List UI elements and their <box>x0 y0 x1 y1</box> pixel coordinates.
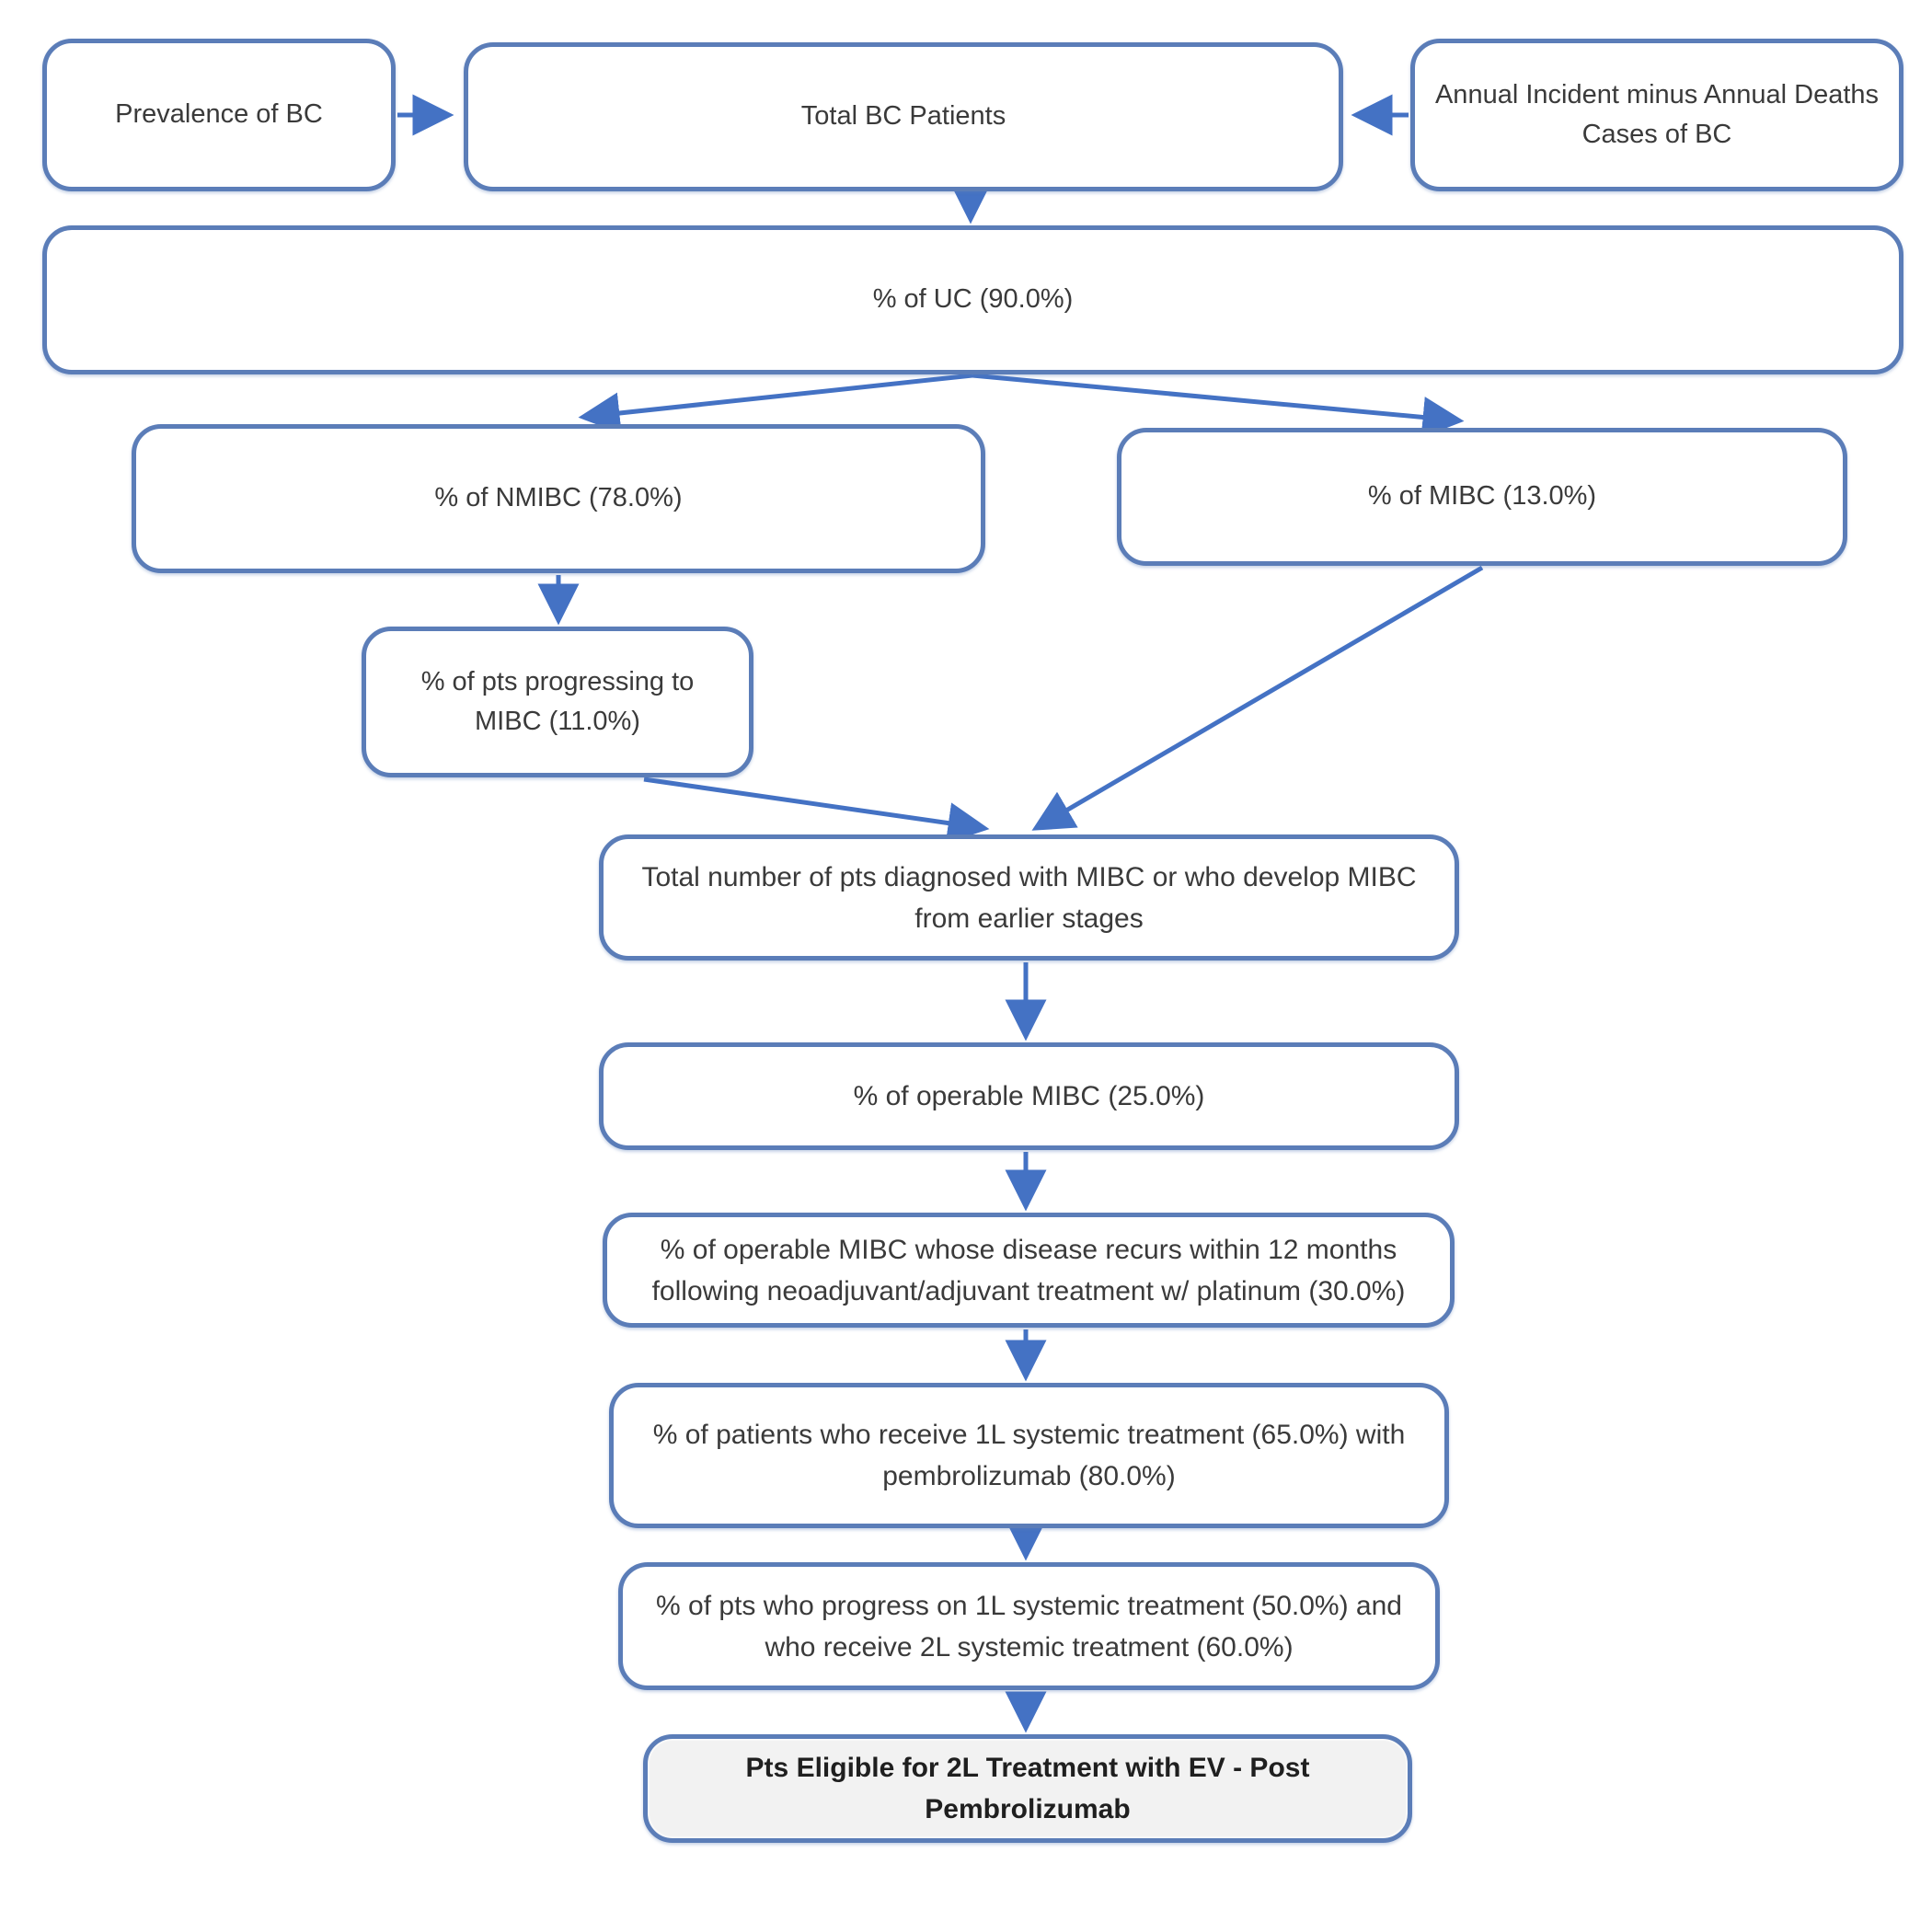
node-pct-recurrence-after-platinum: % of operable MIBC whose disease recurs … <box>603 1213 1455 1328</box>
node-pct-mibc: % of MIBC (13.0%) <box>1117 428 1847 566</box>
node-label: Annual Incident minus Annual Deaths Case… <box>1434 79 1880 150</box>
node-prevalence-of-bc: Prevalence of BC <box>42 39 396 191</box>
node-label: % of operable MIBC (25.0%) <box>853 1081 1205 1111</box>
node-label: % of NMIBC (78.0%) <box>434 483 683 513</box>
node-label: % of UC (90.0%) <box>872 284 1074 315</box>
node-label: Prevalence of BC <box>115 99 323 130</box>
node-label: % of MIBC (13.0%) <box>1367 481 1597 512</box>
node-label: Pts Eligible for 2L Treatment with EV - … <box>745 1753 1310 1824</box>
node-label: % of patients who receive 1L systemic tr… <box>652 1420 1406 1491</box>
node-pct-uc: % of UC (90.0%) <box>42 225 1903 374</box>
node-label: % of operable MIBC whose disease recurs … <box>651 1234 1406 1306</box>
edge-progressing-to-totalmibc <box>643 777 990 844</box>
node-label: Total BC Patients <box>800 101 1006 132</box>
node-pct-nmibc: % of NMIBC (78.0%) <box>132 424 985 573</box>
node-pts-eligible-2l-ev-post-pembrolizumab: Pts Eligible for 2L Treatment with EV - … <box>643 1734 1412 1843</box>
node-total-bc-patients: Total BC Patients <box>464 42 1343 191</box>
edge-uc-to-mibc <box>972 373 1465 438</box>
node-pct-progressing-to-mibc: % of pts progressing to MIBC (11.0%) <box>362 627 753 777</box>
edge-uc-to-nmibc <box>578 373 973 434</box>
node-total-mibc-patients: Total number of pts diagnosed with MIBC … <box>599 834 1459 961</box>
node-pct-1l-systemic-treatment: % of patients who receive 1L systemic tr… <box>609 1383 1449 1528</box>
edge-mibc-to-totalmibc <box>1031 565 1484 831</box>
node-label: % of pts who progress on 1L systemic tre… <box>656 1590 1402 1663</box>
node-annual-incident-minus-deaths: Annual Incident minus Annual Deaths Case… <box>1410 39 1903 191</box>
node-pct-operable-mibc: % of operable MIBC (25.0%) <box>599 1042 1459 1150</box>
node-label: % of pts progressing to MIBC (11.0%) <box>420 666 695 737</box>
node-pct-2l-systemic-treatment: % of pts who progress on 1L systemic tre… <box>618 1562 1440 1690</box>
node-label: Total number of pts diagnosed with MIBC … <box>641 861 1417 934</box>
